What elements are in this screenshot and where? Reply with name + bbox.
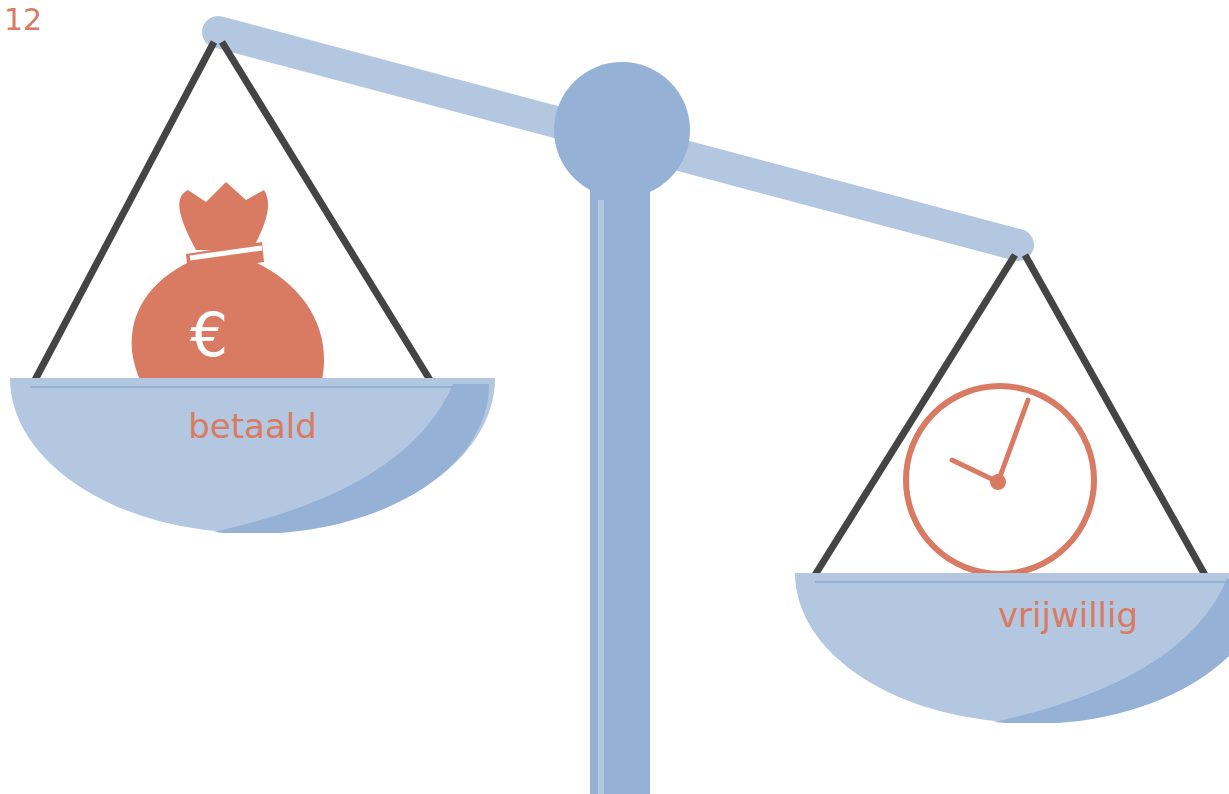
pan-label: betaald: [10, 406, 495, 446]
euro-symbol: €: [190, 300, 228, 370]
clock-icon: [906, 386, 1094, 574]
post-highlight: [598, 200, 604, 794]
scale-pan: vrijwillig: [795, 573, 1229, 723]
money-bag: [132, 182, 324, 380]
scale-post: [590, 180, 650, 794]
pan-bowl: [10, 378, 495, 533]
pan-string: [1025, 255, 1205, 575]
page-number: 12: [4, 2, 42, 37]
scale-pivot: [554, 62, 690, 198]
pan-label: vrijwillig: [867, 595, 1229, 635]
scale-beam: [218, 32, 1018, 245]
pan-string: [815, 255, 1015, 575]
scale-pan: betaald: [10, 378, 495, 533]
